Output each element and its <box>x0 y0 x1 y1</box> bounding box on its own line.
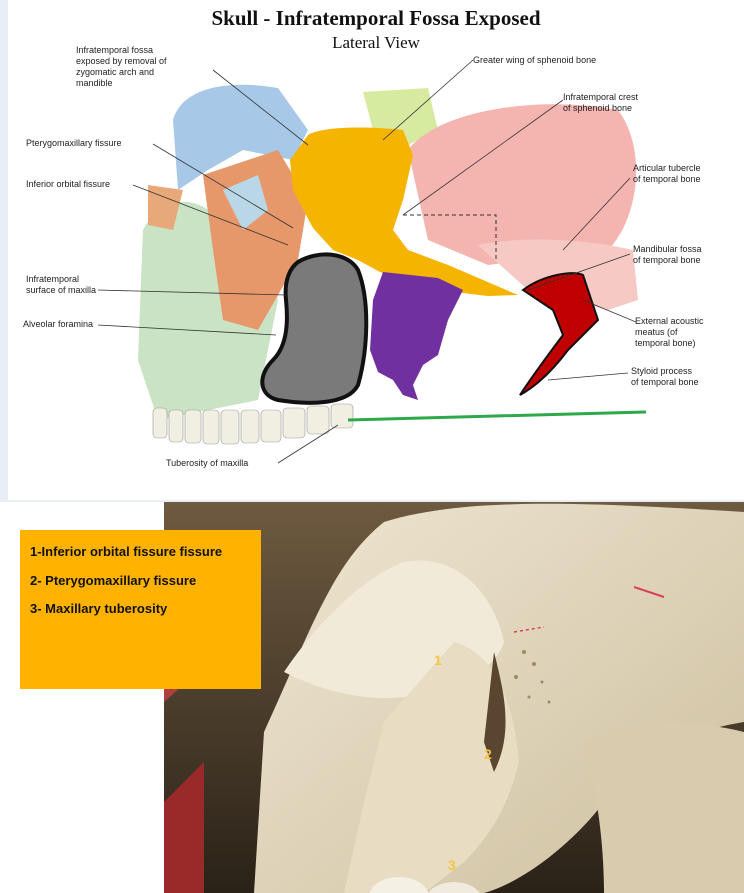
label-pterygomaxillary: Pterygomaxillary fissure <box>26 138 122 149</box>
label-infratemporal-surface: Infratemporal surface of maxilla <box>26 274 96 296</box>
pterygoid-plate-region <box>370 272 463 400</box>
photo-marker-1: 1 <box>434 652 442 668</box>
label-styloid: Styloid process of temporal bone <box>631 366 699 388</box>
label-external-acoustic: External acoustic meatus (of temporal bo… <box>635 316 704 349</box>
green-line <box>348 412 646 420</box>
label-tuberosity: Tuberosity of maxilla <box>166 458 248 469</box>
photo-panel: 1-Inferior orbital fissure fissure 2- Pt… <box>0 502 744 893</box>
label-articular-tubercle: Articular tubercle of temporal bone <box>633 163 701 185</box>
legend-box: 1-Inferior orbital fissure fissure 2- Pt… <box>20 530 261 689</box>
diagram-panel: Skull - Infratemporal Fossa Exposed Late… <box>8 0 744 500</box>
label-greater-wing: Greater wing of sphenoid bone <box>473 55 596 66</box>
label-infratemporal-crest: Infratemporal crest of sphenoid bone <box>563 92 638 114</box>
legend-item-2: 2- Pterygomaxillary fissure <box>30 573 196 588</box>
legend-item-3: 3- Maxillary tuberosity <box>30 601 167 616</box>
photo-marker-2: 2 <box>484 746 492 762</box>
photo-marker-3: 3 <box>448 857 456 873</box>
label-alveolar-foramina: Alveolar foramina <box>23 319 93 330</box>
label-inferior-orbital: Inferior orbital fissure <box>26 179 110 190</box>
label-mandibular-fossa: Mandibular fossa of temporal bone <box>633 244 702 266</box>
label-infratemporal-fossa: Infratemporal fossa exposed by removal o… <box>76 45 167 89</box>
diagram-title: Skull - Infratemporal Fossa Exposed <box>8 6 744 31</box>
legend-item-1: 1-Inferior orbital fissure fissure <box>30 544 222 559</box>
